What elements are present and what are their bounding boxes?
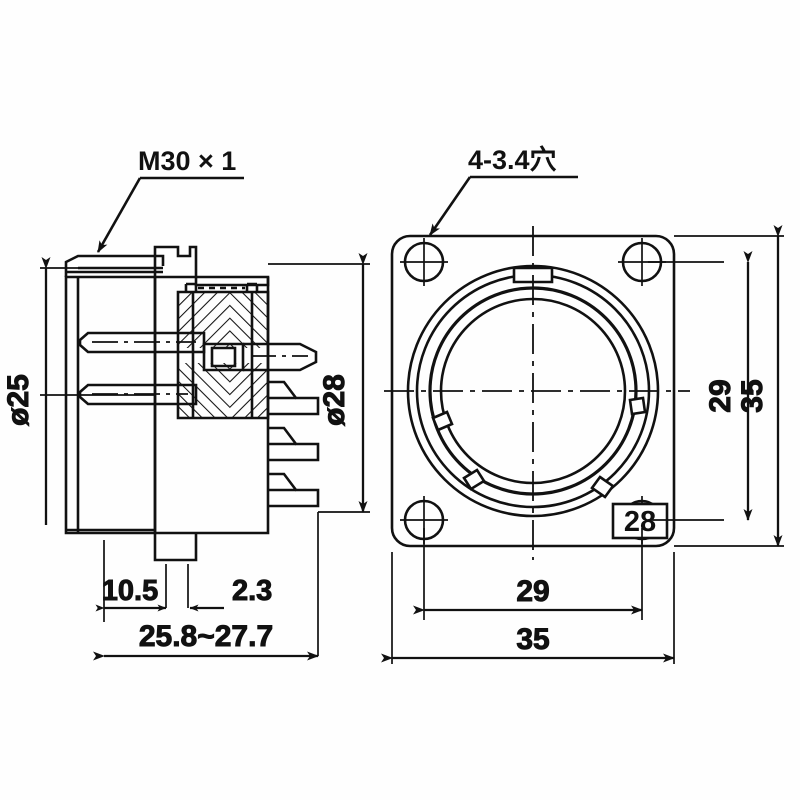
- thread-callout-label: M30 × 1: [138, 146, 236, 176]
- contact-pin-lower: [78, 383, 198, 406]
- front-view-horizontal-dimensions: 29 35: [381, 528, 675, 664]
- dim-h35-label: 35: [516, 623, 549, 656]
- solder-terminal-2: [268, 380, 320, 416]
- dim-v35-label: 35: [736, 379, 769, 412]
- solder-terminal-3: [268, 426, 320, 462]
- thread-cap-outline: [64, 254, 165, 277]
- holes-callout-label: 4-3.4穴: [468, 145, 557, 175]
- insulator-hatch-upper-right: [230, 292, 268, 348]
- dim-10-5-label: 10.5: [102, 575, 158, 607]
- thread-callout: M30 × 1: [96, 146, 244, 253]
- upper-boss-profile: [153, 245, 270, 287]
- insulator-hatch-lower-right: [230, 363, 268, 418]
- mid-housing-block: [153, 275, 270, 535]
- bolt-head-left: [184, 282, 198, 292]
- dim28-label: ø28: [318, 374, 351, 426]
- contact-pin-upper: [78, 331, 206, 354]
- keyway-notch-right-upper: [628, 396, 647, 416]
- boxed-note-28-frame: [611, 502, 669, 540]
- insulator-outline: [176, 290, 270, 420]
- bolt-head-right: [245, 282, 259, 292]
- solder-terminal-center: [243, 342, 318, 372]
- side-section-view: [64, 245, 320, 562]
- holes-callout-leader-icon: [428, 176, 472, 236]
- dim-h29-label: 29: [516, 575, 549, 608]
- dimension-diameter-28: ø28: [268, 253, 370, 513]
- dimension-diameter-25: ø25: [2, 257, 155, 525]
- dim25-label: ø25: [2, 374, 35, 426]
- keyway-notch-right-lower: [590, 475, 615, 499]
- thread-callout-leader-icon: [96, 177, 142, 253]
- holes-callout: 4-3.4穴: [428, 145, 578, 236]
- keyway-notch-left-upper: [431, 410, 454, 432]
- dim-total-label: 25.8~27.7: [139, 620, 273, 653]
- keyway-notch-left-lower: [462, 468, 486, 491]
- dim-2-3-label: 2.3: [232, 575, 272, 607]
- front-view-vertical-dimensions: 29 35: [648, 225, 784, 547]
- boxed-note-28-label: 28: [624, 506, 656, 538]
- side-view-bottom-dimensions: 10.5 2.3 25.8~27.7: [93, 512, 319, 661]
- front-view-centerlines: [384, 226, 690, 560]
- center-contact-core: [210, 346, 237, 368]
- dim-v29-label: 29: [704, 379, 737, 412]
- lower-mount-step: [153, 533, 198, 562]
- solder-terminal-4: [268, 472, 320, 508]
